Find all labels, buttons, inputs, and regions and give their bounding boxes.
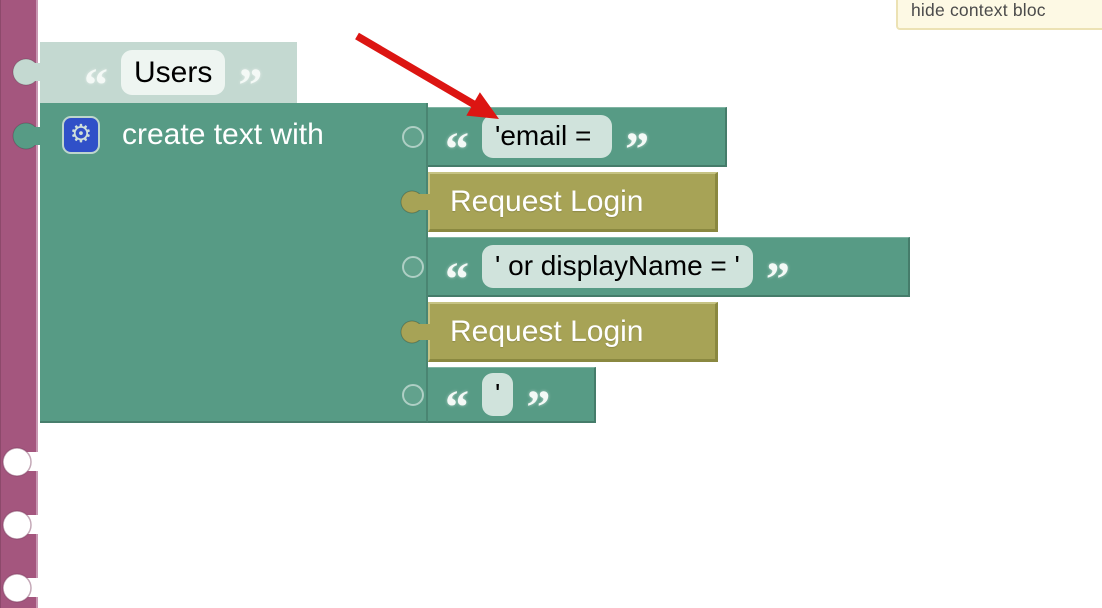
component-block-request-login-2[interactable]: Request Login [428,302,718,362]
gear-icon: ⚙ [69,119,93,148]
create-text-with-header: ⚙ create text with [40,103,324,154]
tooltip-text: hide context bloc [911,0,1046,20]
text-string-block-email[interactable]: “ 'email = ” [428,107,727,173]
component-label: Request Login [450,314,644,348]
text-field-email[interactable]: 'email = [482,115,613,158]
component-label: Request Login [450,184,644,218]
text-string-block-displayname[interactable]: “ ' or displayName = ' ” [428,237,910,303]
text-field-users[interactable]: Users [121,50,226,95]
text-string-block-apostrophe[interactable]: “ ' ” [428,367,596,431]
mutator-gear-button[interactable]: ⚙ [62,116,100,154]
context-tooltip: hide context bloc [896,0,1102,30]
text-string-block-users[interactable]: “ Users ” [40,42,297,109]
create-text-with-label: create text with [122,118,324,151]
create-text-with-block[interactable]: ⚙ create text with [40,103,428,423]
text-field-apostrophe[interactable]: ' [482,373,514,416]
component-block-request-login-1[interactable]: Request Login [428,172,718,232]
text-field-displayname[interactable]: ' or displayName = ' [482,245,753,288]
context-strip[interactable] [0,0,38,608]
